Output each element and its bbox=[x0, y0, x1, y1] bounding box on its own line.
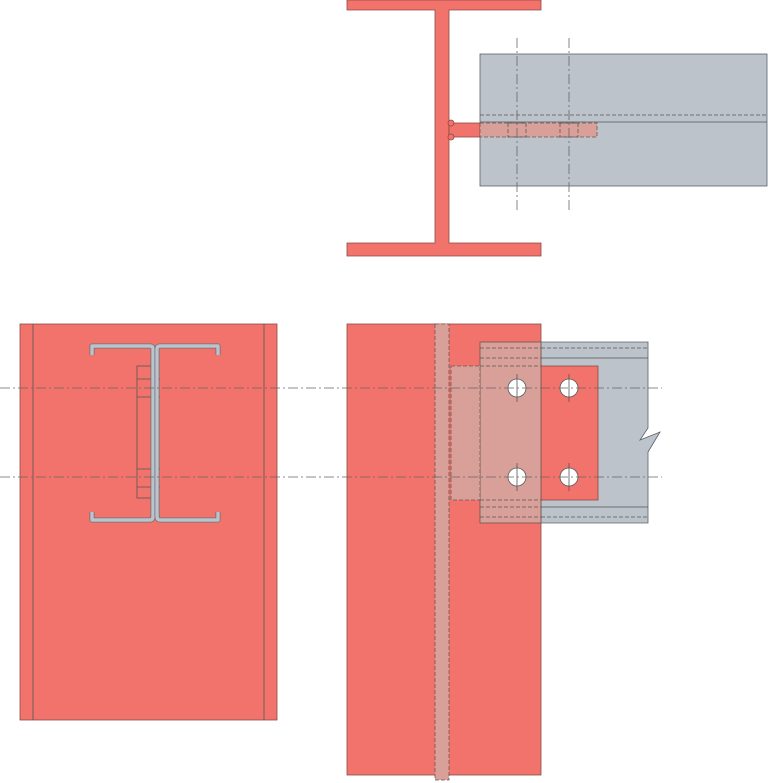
beam-end-hidden bbox=[479, 341, 542, 524]
channel-left-fill bbox=[90, 344, 155, 522]
column-i-section bbox=[346, 0, 542, 257]
channel-right-fill bbox=[155, 344, 220, 522]
end-plate-hidden bbox=[450, 365, 481, 501]
column-side-view bbox=[19, 323, 278, 721]
column-web-hidden bbox=[434, 323, 450, 781]
plan-view bbox=[346, 0, 768, 257]
weld-top bbox=[447, 119, 455, 127]
weld-bottom bbox=[447, 133, 455, 141]
beam-plan bbox=[479, 53, 768, 187]
fin-plate-hidden bbox=[479, 122, 598, 138]
beam-elevation-view bbox=[346, 323, 661, 781]
